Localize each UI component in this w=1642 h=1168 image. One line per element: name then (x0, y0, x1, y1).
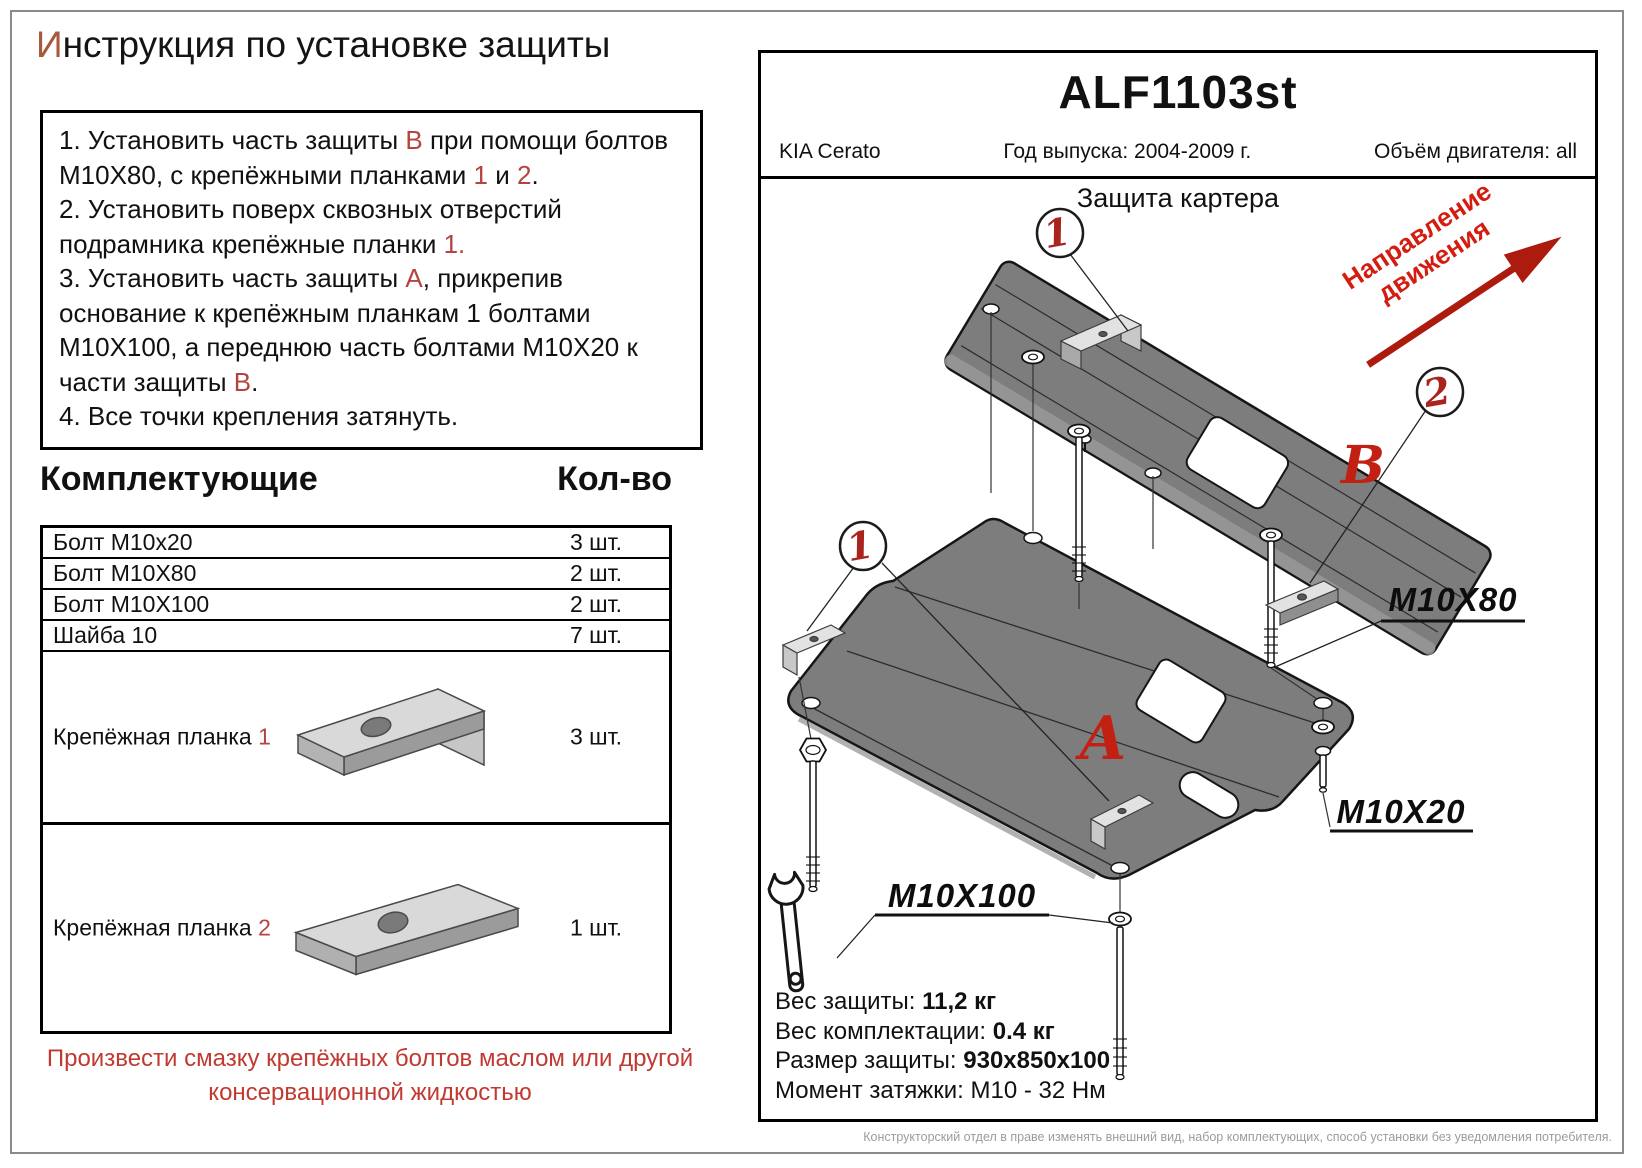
bracket-left-floating (781, 624, 847, 677)
components-heading-row: Комплектующие Кол-во (40, 460, 672, 499)
spec-kit-weight: Вес комплектации: 0.4 кг (775, 1017, 1055, 1045)
plate-b-opening (1185, 416, 1290, 510)
panel-meta-row: KIA Cerato Год выпуска: 2004-2009 г. Объ… (761, 140, 1595, 164)
callout-2: 2 (1415, 366, 1465, 418)
plate-a-hole (1023, 531, 1043, 545)
direction-arrow-head (1503, 236, 1562, 283)
plank-1-row: Крепёжная планка 1 3 шт. (43, 652, 669, 825)
manufacturer-disclaimer: Конструкторский отдел в праве изменять в… (863, 1130, 1612, 1144)
part-qty: 7 шт. (570, 622, 623, 648)
flat-plank-on-plate-b (1264, 580, 1340, 626)
bracket-1-image (295, 687, 487, 777)
plank-1-label: Крепёжная планка 1 (53, 723, 271, 750)
lubrication-note: Произвести смазку крепёжных болтов масло… (46, 1045, 694, 1106)
table-row: Болт М10Х80 2 шт. (43, 559, 669, 590)
panel-header: ALF1103st KIA Cerato Год выпуска: 2004-2… (761, 53, 1595, 179)
washer (1311, 719, 1335, 735)
car-model: KIA Cerato (779, 140, 881, 163)
assembly-diagram: Направление движения (767, 179, 1562, 1081)
plate-a-slot (1178, 771, 1240, 819)
diagram-panel: ALF1103st KIA Cerato Год выпуска: 2004-2… (758, 50, 1598, 1122)
part-b-label: B (1339, 435, 1385, 496)
plate-a-hole (1110, 861, 1130, 875)
instruction-item-4: 4. Все точки крепления затянуть. (59, 401, 459, 431)
bolt-m10x100 (806, 760, 820, 893)
spec-torque: Момент затяжки: М10 - 32 Нм (775, 1076, 1106, 1104)
page-title: Инструкция по установке защиты (36, 24, 610, 66)
label-m10x80: M10X80 (1274, 581, 1525, 668)
part-qty: 2 шт. (570, 591, 623, 617)
product-code: ALF1103st (1058, 66, 1298, 118)
spec-weight: Вес защиты: 11,2 кг (775, 988, 997, 1015)
bracket-on-plate-a (1089, 794, 1155, 851)
plate-a-opening (1135, 658, 1227, 744)
assembly-guide-lines (798, 312, 1331, 912)
bracket-2-image (293, 883, 521, 976)
part-qty: 2 шт. (570, 560, 623, 586)
svg-text:M10X100: M10X100 (888, 877, 1036, 914)
label-m10x20: M10X20 (1330, 793, 1473, 833)
bolt-m10x80-right (1264, 540, 1278, 669)
washer (1108, 911, 1132, 927)
title-rest: нструкция по установке защиты (62, 24, 611, 65)
wrench-icon (767, 870, 805, 993)
washer (1021, 349, 1045, 365)
plank-2-label: Крепёжная планка 2 (53, 914, 271, 941)
svg-text:M10X80: M10X80 (1389, 581, 1518, 618)
hex-washer (798, 737, 828, 763)
table-row: Шайба 10 7 шт. (43, 621, 669, 652)
table-row: Болт М10Х100 2 шт. (43, 590, 669, 621)
engine-volume: Объём двигателя: all (1374, 140, 1577, 163)
qty-heading: Кол-во (557, 460, 672, 498)
washer (1067, 423, 1091, 439)
plate-a-hole (1313, 696, 1333, 710)
part-a-label: A (1075, 704, 1127, 774)
title-first-letter: И (36, 24, 63, 65)
part-name: Болт М10х20 (53, 529, 193, 555)
diagram-title: Защита картера (1076, 183, 1280, 213)
instruction-item-2: 2. Установить поверх сквозных отверстий … (59, 194, 562, 259)
instruction-item-1: 1. Установить часть защиты В при помощи … (59, 125, 669, 190)
instructions-box: 1. Установить часть защиты В при помощи … (40, 110, 703, 450)
plank-2-row: Крепёжная планка 2 1 шт. (43, 825, 669, 1031)
table-row: Болт М10х20 3 шт. (43, 528, 669, 559)
direction-arrow-shaft (1366, 263, 1519, 368)
part-qty: 3 шт. (570, 529, 623, 555)
label-m10x100: M10X100 (836, 877, 1114, 959)
bolt-m10x20 (1314, 745, 1332, 793)
page-frame (10, 10, 1624, 1154)
washer (1259, 527, 1283, 543)
part-name: Болт М10Х100 (53, 591, 210, 617)
plank-2-qty: 1 шт. (570, 914, 623, 941)
part-name: Болт М10Х80 (53, 560, 197, 586)
callout-1-top: 1 (1035, 207, 1085, 259)
components-heading: Комплектующие (40, 460, 318, 498)
instruction-item-3: 3. Установить часть защиты А, прикрепив … (59, 263, 638, 397)
bolt-m10x80-left (1072, 436, 1086, 583)
bolt-m10x100-center (1113, 926, 1127, 1081)
part-name: Шайба 10 (53, 622, 158, 648)
svg-text:M10X20: M10X20 (1337, 793, 1466, 830)
components-table: Болт М10х20 3 шт. Болт М10Х80 2 шт. Болт… (40, 525, 672, 1034)
callout-leaders (806, 253, 1427, 802)
plate-a-hole (801, 696, 821, 710)
specs-block: Вес защиты: 11,2 кг Вес комплектации: 0.… (775, 987, 1110, 1105)
bracket-on-plate-b (1059, 314, 1143, 370)
callout-1-left: 1 (838, 520, 888, 572)
plank-1-qty: 3 шт. (570, 723, 623, 750)
spec-size: Размер защиты: 930x850x100 (775, 1047, 1111, 1074)
direction-of-travel: Направление движения (1337, 179, 1562, 368)
production-years: Год выпуска: 2004-2009 г. (1003, 140, 1252, 163)
